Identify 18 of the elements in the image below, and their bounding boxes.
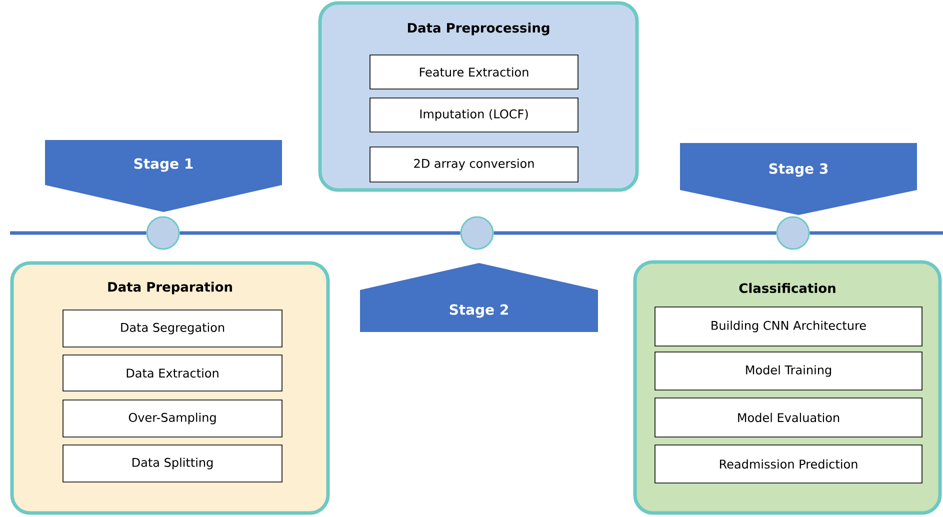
step-box: Readmission Prediction bbox=[654, 444, 922, 484]
timeline-dot bbox=[146, 216, 180, 250]
step-box: Over-Sampling bbox=[62, 400, 282, 438]
step-box: Data Splitting bbox=[62, 444, 282, 482]
timeline bbox=[810, 231, 943, 235]
step-box: 2D array conversion bbox=[370, 146, 578, 182]
timeline bbox=[494, 231, 776, 235]
timeline bbox=[10, 231, 146, 235]
step-box: Feature Extraction bbox=[370, 54, 578, 90]
timeline-dot bbox=[460, 216, 494, 250]
step-box: Data Extraction bbox=[62, 354, 282, 392]
step-box: Imputation (LOCF) bbox=[370, 98, 578, 132]
step-box: Building CNN Architecture bbox=[654, 306, 922, 346]
step-box: Model Training bbox=[654, 352, 922, 390]
timeline-dot bbox=[776, 216, 810, 250]
step-box: Model Evaluation bbox=[654, 398, 922, 438]
step-box: Data Segregation bbox=[62, 310, 282, 348]
timeline bbox=[180, 231, 460, 235]
